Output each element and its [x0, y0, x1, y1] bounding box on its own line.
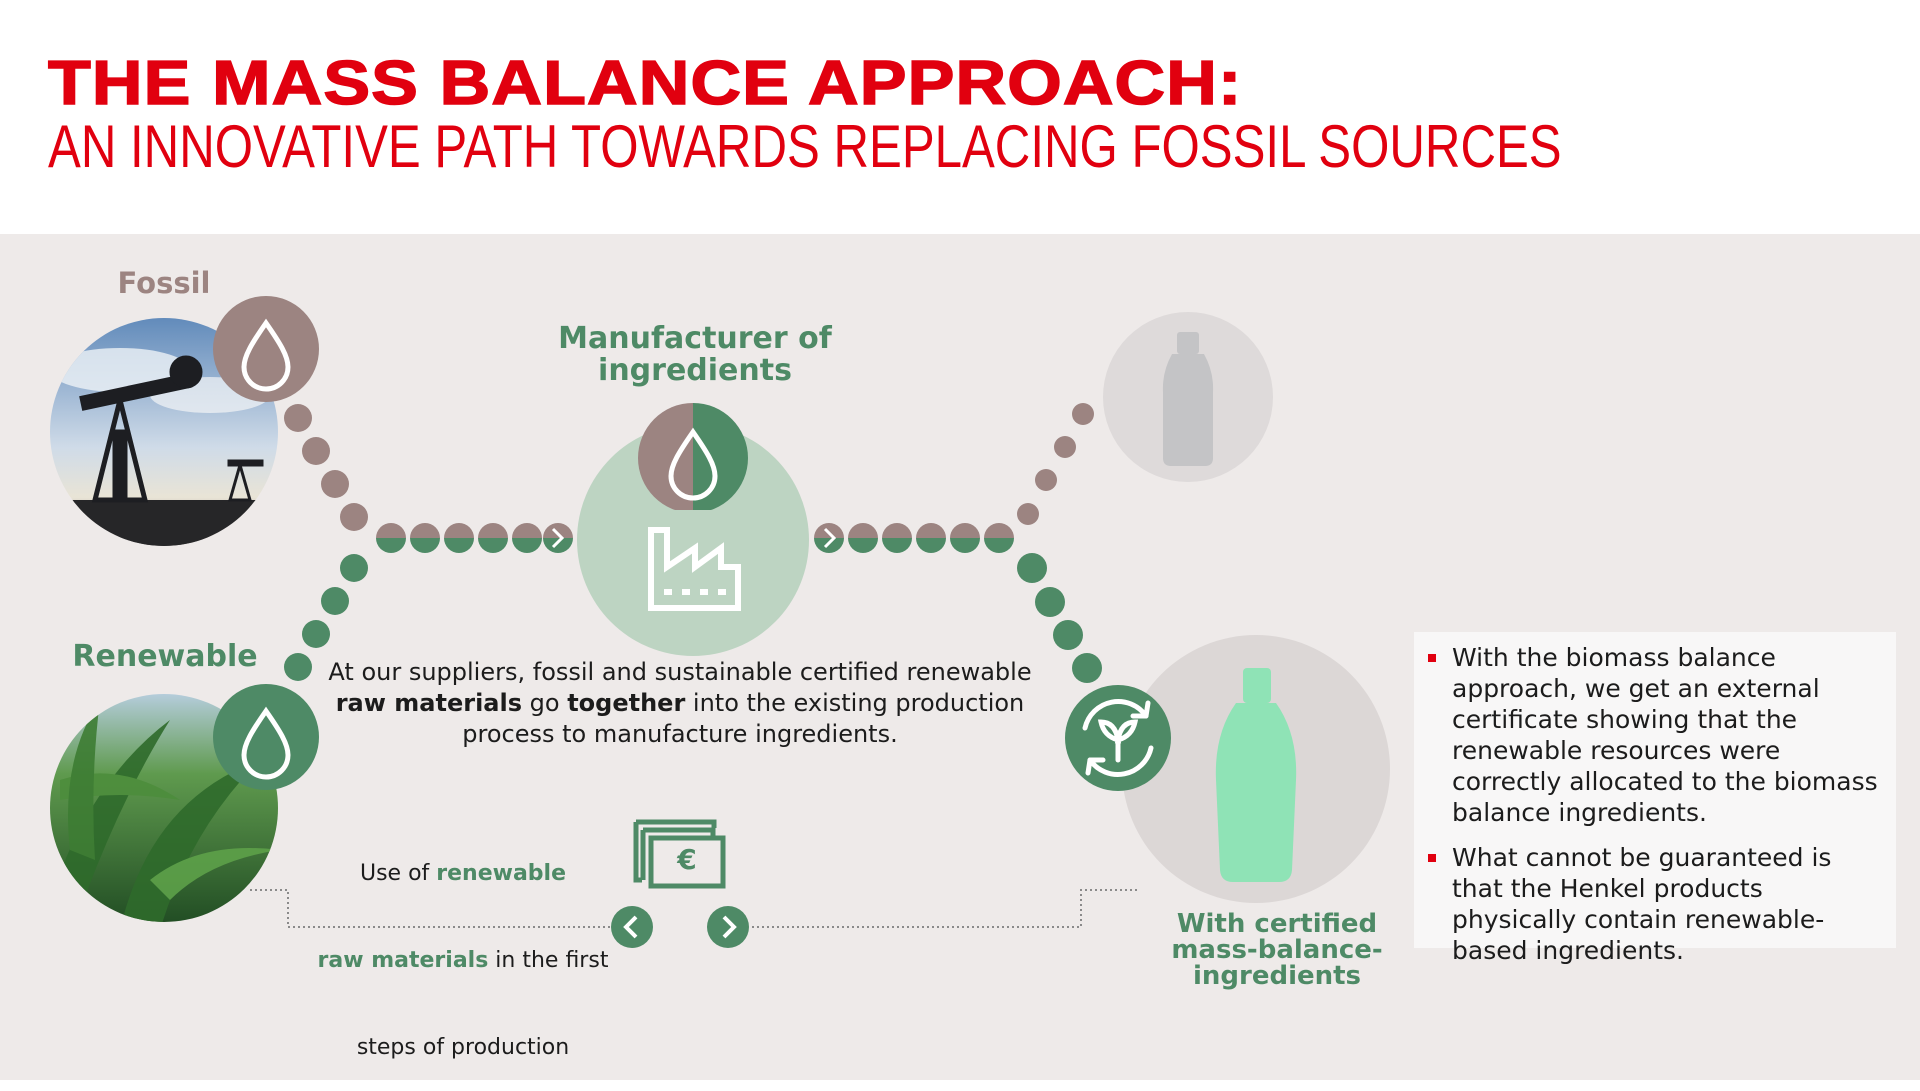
certified-line3: ingredients [1192, 961, 1362, 991]
mixed-dot-path-left [376, 523, 573, 553]
recycle-leaf-badge [1065, 685, 1171, 791]
description-line3: process to manufacture ingredients. [462, 720, 898, 748]
manufacturer-drop-badge [638, 403, 748, 510]
currency-symbol: € [676, 843, 696, 876]
conventional-product [1103, 312, 1273, 482]
fossil-dot-path [284, 404, 368, 531]
manufacturer-circle [577, 424, 809, 656]
renewable-drop-badge [213, 684, 319, 790]
certified-product [1122, 635, 1390, 903]
recycle-leaf-icon [1082, 699, 1154, 777]
process-description: At our suppliers, fossil and sustainable… [320, 657, 1040, 750]
chevron-right-icon [722, 915, 737, 939]
bottle-icon [1162, 332, 1214, 466]
certified-label: With certified mass-balance- ingredients [1160, 911, 1394, 989]
renewable-label: Renewable [72, 639, 258, 674]
header: THE MASS BALANCE APPROACH: AN INNOVATIVE… [0, 0, 1920, 234]
fossil-drop-badge [213, 296, 319, 402]
fossil-label: Fossil [117, 266, 211, 300]
notes-list: With the biomass balance approach, we ge… [1414, 632, 1896, 966]
drop-icon [668, 427, 718, 501]
description-end: into the existing production [685, 689, 1025, 717]
description-line1: At our suppliers, fossil and sustainable… [328, 658, 1032, 686]
use-line2-plain: in the first [488, 948, 609, 973]
chevron-left-icon [623, 915, 638, 939]
chevron-right-icon [814, 523, 844, 553]
chevron-left-button [611, 906, 653, 948]
drop-icon [241, 318, 291, 392]
renewable-use-note: Use of renewable raw materials in the fi… [308, 801, 618, 1091]
together-bold: together [567, 689, 686, 717]
note-item: With the biomass balance approach, we ge… [1428, 642, 1888, 828]
chevron-right-button [707, 906, 749, 948]
certified-line2: mass-balance- [1171, 935, 1383, 965]
bottle-icon [1215, 668, 1297, 882]
renewable-output-dot-path [1017, 553, 1102, 683]
description-mid: go [522, 689, 568, 717]
description-line2: raw materials go together into the exist… [320, 688, 1040, 719]
manufacturer-label-line1: Manufacturer of [558, 321, 832, 356]
fossil-output-dot-path [1017, 403, 1094, 525]
raw-materials-bold: raw materials [335, 689, 522, 717]
use-line1: Use of renewable [308, 859, 618, 888]
use-line3: steps of production [356, 1035, 570, 1060]
use-line2: raw materials in the first [308, 946, 618, 975]
certified-line1: With certified [1176, 909, 1378, 939]
bracket-line [250, 889, 1140, 928]
chevron-right-icon [543, 523, 573, 553]
page-subtitle: AN INNOVATIVE PATH TOWARDS REPLACING FOS… [48, 113, 1562, 180]
manufacturer-label-line2: ingredients [598, 353, 792, 388]
money-icon [633, 819, 726, 889]
note-item: What cannot be guaranteed is that the He… [1428, 842, 1888, 966]
manufacturer-label: Manufacturer of ingredients [540, 323, 850, 387]
use-line1-plain: Use of [359, 861, 437, 886]
factory-icon [648, 527, 741, 611]
page-title: THE MASS BALANCE APPROACH: [47, 48, 1243, 119]
notes-box: With the biomass balance approach, we ge… [1414, 632, 1896, 965]
mixed-dot-path-right [814, 523, 1014, 553]
renewable-dot-path [284, 554, 368, 681]
renewable-photo [50, 694, 278, 922]
use-line1-green: renewable [436, 861, 567, 886]
use-line2-green: raw materials [317, 948, 489, 973]
drop-icon [241, 706, 291, 780]
